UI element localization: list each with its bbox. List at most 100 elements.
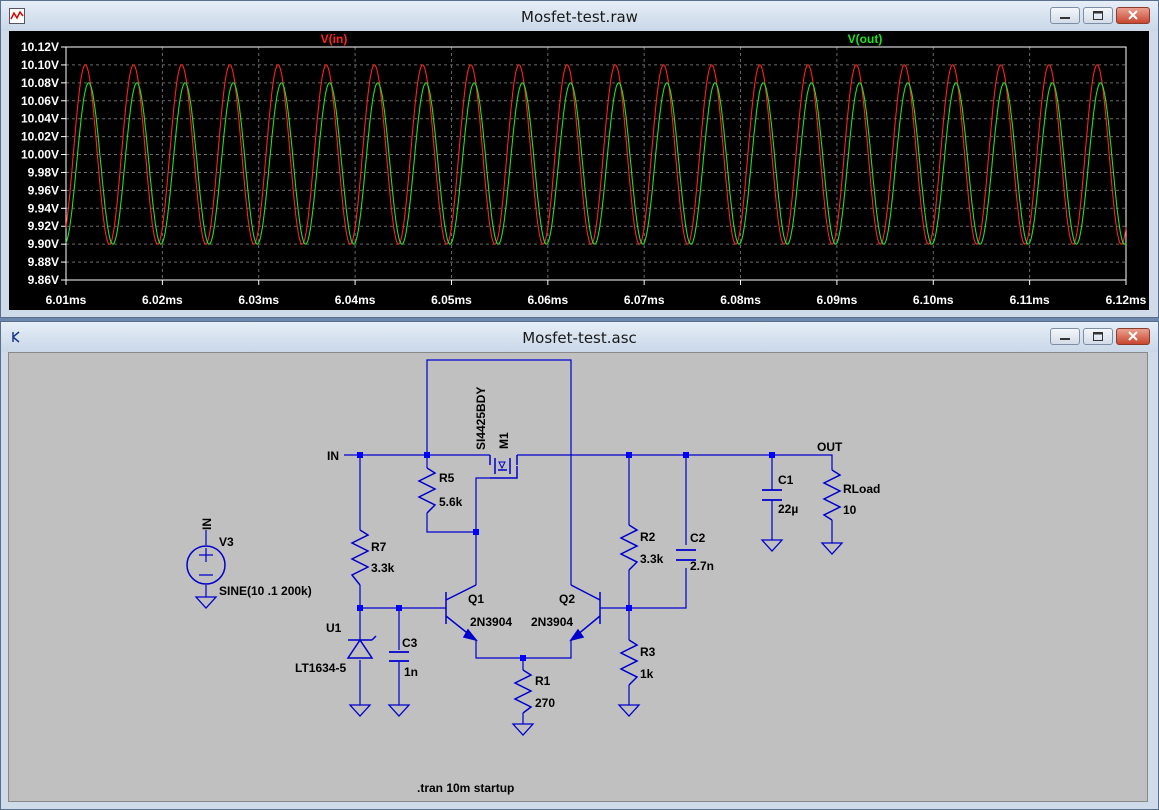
junction-dot — [520, 655, 526, 661]
wire-emitters[interactable] — [475, 640, 572, 724]
rload-resistor[interactable] — [822, 469, 842, 521]
junction-dot — [357, 605, 363, 611]
r3-name: R3 — [640, 645, 656, 659]
restore-icon — [1093, 11, 1103, 20]
m1-model: SI4425BDY — [474, 387, 488, 450]
wire-m1-drain[interactable] — [475, 477, 490, 585]
schematic-drawing[interactable]: IN OUT IN V3 SINE(10 .1 200k) SI4425BDY … — [9, 353, 1147, 801]
minimize-button[interactable] — [1050, 328, 1080, 345]
net-label-in: IN — [327, 449, 339, 463]
schematic-window-title: Mosfet-test.asc — [522, 329, 637, 347]
y-tick-label: 10.10V — [21, 58, 59, 72]
schematic-canvas[interactable]: IN OUT IN V3 SINE(10 .1 200k) SI4425BDY … — [8, 352, 1148, 802]
m1-mosfet[interactable] — [489, 455, 518, 479]
close-button[interactable] — [1116, 328, 1150, 345]
waveform-titlebar[interactable]: Mosfet-test.raw — [1, 1, 1158, 31]
wire-gate-loop[interactable] — [426, 359, 572, 585]
minimize-button[interactable] — [1050, 7, 1080, 24]
x-tick-label: 6.07ms — [624, 293, 665, 307]
rload-value: 10 — [843, 503, 857, 517]
wire-out-rail[interactable] — [517, 454, 833, 470]
x-tick-label: 6.06ms — [527, 293, 568, 307]
series-line-V(in) — [65, 64, 1127, 245]
x-tick-label: 6.04ms — [335, 293, 376, 307]
y-tick-label: 9.98V — [28, 165, 59, 179]
y-tick-label: 9.90V — [28, 237, 59, 251]
wire-r5[interactable] — [426, 455, 476, 533]
waveform-chart[interactable]: 9.86V9.88V9.90V9.92V9.94V9.96V9.98V10.00… — [9, 31, 1149, 310]
waveform-window-title: Mosfet-test.raw — [521, 8, 638, 26]
series-line-V(out) — [65, 82, 1127, 245]
ground-icon — [348, 704, 372, 717]
u1-zener[interactable] — [346, 635, 377, 659]
schematic-titlebar[interactable]: Mosfet-test.asc — [1, 322, 1158, 352]
r7-resistor[interactable] — [350, 529, 370, 586]
r1-resistor[interactable] — [513, 669, 533, 714]
junction-dot — [769, 452, 775, 458]
legend-label-V(out): V(out) — [848, 32, 883, 46]
junction-dot — [626, 605, 632, 611]
c1-value: 22µ — [778, 502, 798, 516]
junction-dot — [626, 452, 632, 458]
c3-capacitor[interactable] — [389, 651, 409, 662]
close-button[interactable] — [1116, 7, 1150, 24]
schematic-app-icon — [12, 331, 20, 343]
junction-dot — [683, 452, 689, 458]
ground-icon — [617, 704, 641, 717]
plot-frame — [65, 46, 1127, 281]
x-tick-label: 6.12ms — [1106, 293, 1147, 307]
restore-button[interactable] — [1083, 328, 1113, 345]
rload-name: RLoad — [843, 482, 880, 496]
c1-capacitor[interactable] — [762, 489, 782, 501]
r2-resistor[interactable] — [619, 524, 639, 571]
net-label-v3: IN — [200, 518, 214, 530]
legend-label-V(in): V(in) — [321, 32, 348, 46]
junction-dot — [424, 452, 430, 458]
q1-name: Q1 — [468, 592, 484, 606]
restore-button[interactable] — [1083, 7, 1113, 24]
x-tick-label: 6.11ms — [1010, 293, 1050, 307]
x-tick-label: 6.01ms — [46, 293, 87, 307]
minimize-icon — [1060, 17, 1070, 19]
c3-value: 1n — [404, 665, 418, 679]
y-tick-label: 9.92V — [28, 219, 59, 233]
x-tick-label: 6.08ms — [720, 293, 761, 307]
x-tick-label: 6.10ms — [913, 293, 954, 307]
close-icon — [1128, 331, 1138, 341]
spice-directive: .tran 10m startup — [417, 781, 514, 795]
r3-value: 1k — [640, 667, 654, 681]
r2-name: R2 — [640, 530, 656, 544]
r7-value: 3.3k — [371, 561, 395, 575]
c1-name: C1 — [778, 473, 794, 487]
junction-dot — [396, 605, 402, 611]
c2-name: C2 — [690, 531, 706, 545]
c2-value: 2.7n — [690, 559, 714, 573]
r1-name: R1 — [535, 674, 551, 688]
y-tick-label: 9.88V — [28, 255, 59, 269]
r2-value: 3.3k — [640, 552, 664, 566]
y-tick-label: 9.96V — [28, 183, 59, 197]
junction-dot — [473, 529, 479, 535]
y-tick-label: 9.94V — [28, 201, 59, 215]
r3-resistor[interactable] — [619, 639, 639, 686]
v3-source[interactable] — [186, 545, 226, 585]
x-tick-label: 6.03ms — [238, 293, 279, 307]
x-tick-label: 6.09ms — [817, 293, 858, 307]
y-tick-label: 10.04V — [21, 112, 59, 126]
r5-resistor[interactable] — [417, 467, 437, 514]
y-tick-label: 10.00V — [21, 148, 59, 162]
waveform-app-icon — [9, 8, 25, 24]
close-icon — [1128, 10, 1138, 20]
q2-transistor[interactable] — [569, 584, 601, 642]
c3-name: C3 — [402, 636, 418, 650]
ground-icon — [194, 596, 218, 609]
q1-transistor[interactable] — [445, 584, 478, 642]
r5-name: R5 — [439, 471, 455, 485]
q1-model: 2N3904 — [470, 615, 512, 629]
q2-model: 2N3904 — [531, 615, 573, 629]
c2-capacitor[interactable] — [676, 549, 696, 561]
ground-icon — [387, 704, 411, 717]
restore-icon — [1093, 332, 1103, 341]
